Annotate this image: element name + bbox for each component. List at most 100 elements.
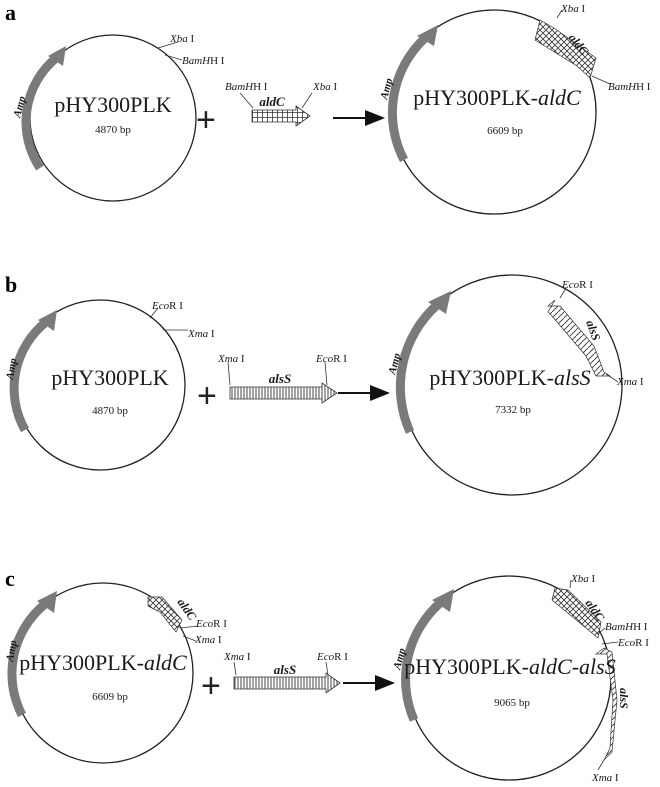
- gene-arrow-alss: [229, 382, 338, 404]
- plasmid-size: 4870 bp: [92, 405, 128, 417]
- plasmid-name: pHY300PLK-alsS: [429, 365, 590, 390]
- site-tick: [569, 579, 572, 589]
- vector-plasmid-a: Amp pHY300PLK 4870 bp Xba I BamHH I: [11, 33, 225, 202]
- panel-a: a Amp pHY300PLK 4870 bp Xba I BamHH I + …: [5, 0, 651, 215]
- site-label-bamh: BamHH I: [182, 55, 225, 67]
- amp-label: Amp: [378, 77, 396, 102]
- site-tick: [157, 41, 179, 49]
- site-tick: [179, 625, 199, 629]
- amp-gene-bar: [387, 34, 429, 163]
- panel-letter-b: b: [5, 272, 17, 297]
- insert-fragment-c: Xma I EcoR I alsS: [223, 651, 348, 694]
- site-tick: [601, 641, 619, 645]
- site-label-xba: Xba I: [560, 3, 585, 15]
- amp-label: Amp: [4, 639, 20, 664]
- amp-arrow-icon: [38, 310, 57, 331]
- panel-b: b Amp pHY300PLK 4870 bp EcoR I Xma I + X…: [4, 272, 644, 496]
- aldc-insert-block: [147, 596, 183, 633]
- amp-arrow-icon: [417, 25, 438, 46]
- site-label-bamh: BamHH I: [605, 621, 648, 633]
- product-plasmid-b: Amp alsS EcoR I Xma I pHY300PLK-alsS 733…: [386, 274, 644, 496]
- vector-plasmid-b: Amp pHY300PLK 4870 bp EcoR I Xma I: [4, 299, 215, 471]
- site-tick: [149, 307, 159, 319]
- site-label-ecor: EcoR I: [195, 618, 227, 630]
- site-tick: [597, 759, 605, 771]
- site-label-ecor: EcoR I: [316, 651, 348, 663]
- plasmid-size: 4870 bp: [95, 124, 131, 136]
- amp-gene-bar: [21, 54, 59, 171]
- plasmid-size: 9065 bp: [494, 697, 530, 709]
- amp-arrow-icon: [48, 46, 66, 66]
- site-tick: [164, 54, 183, 61]
- plus-sign: +: [201, 667, 221, 705]
- site-label-xma: Xma I: [591, 772, 619, 784]
- plasmid-name: pHY300PLK-aldC-alsS: [404, 654, 615, 679]
- site-tick: [182, 635, 197, 642]
- amp-arrow-icon: [432, 589, 454, 612]
- amp-gene-bar: [9, 318, 49, 433]
- site-label-xma: Xma I: [194, 634, 222, 646]
- amp-label: Amp: [391, 647, 409, 672]
- plasmid-size: 7332 bp: [495, 404, 531, 416]
- gene-label-alss: alsS: [583, 318, 603, 343]
- amp-arrow-icon: [428, 291, 451, 314]
- site-label-xba: Xba I: [169, 33, 194, 45]
- aldc-insert-block: [551, 587, 602, 639]
- site-tick: [556, 9, 563, 19]
- site-label-ecor: EcoR I: [617, 637, 649, 649]
- site-tick: [325, 661, 329, 676]
- amp-gene-bar: [401, 599, 444, 722]
- gene-arrow-aldc: [251, 105, 311, 127]
- site-tick: [559, 287, 567, 299]
- plasmid-name: pHY300PLK-aldC: [19, 650, 187, 675]
- site-tick: [233, 661, 237, 676]
- site-label-xma: Xma I: [187, 328, 215, 340]
- site-tick: [239, 92, 254, 109]
- site-label-bamh: BamHH I: [225, 81, 268, 93]
- gene-label-alss: alsS: [617, 688, 631, 709]
- plasmid-name: pHY300PLK: [51, 365, 168, 390]
- site-label-ecor: EcoR I: [561, 279, 593, 291]
- site-label-bamh: BamHH I: [608, 81, 651, 93]
- panel-c: c Amp aldC EcoR I Xma I pHY300PLK-aldC 6…: [4, 566, 649, 784]
- plasmid-size: 6609 bp: [92, 691, 128, 703]
- site-label-xma: Xma I: [616, 376, 644, 388]
- plus-sign: +: [196, 101, 216, 139]
- site-label-xba: Xba I: [312, 81, 337, 93]
- amp-gene-bar: [395, 301, 441, 434]
- gene-arrow-alss: [233, 672, 341, 694]
- alss-insert-block: [547, 299, 612, 377]
- plasmid-name: pHY300PLK: [54, 92, 171, 117]
- plasmid-name: pHY300PLK-aldC: [413, 85, 581, 110]
- site-label-ecor: EcoR I: [315, 353, 347, 365]
- gene-label-alss: alsS: [274, 662, 296, 677]
- site-label-xba: Xba I: [570, 573, 595, 585]
- site-tick: [597, 627, 606, 635]
- product-plasmid-c: Amp aldC alsS Xba I BamHH I EcoR I Xma I…: [391, 573, 649, 784]
- amp-arrow-icon: [37, 591, 57, 613]
- gene-label-aldc: aldC: [259, 94, 285, 109]
- insert-fragment-a: BamHH I Xba I aldC: [225, 81, 337, 127]
- site-tick: [227, 361, 231, 386]
- aldc-insert-block: [534, 19, 597, 79]
- alss-insert-block: [594, 647, 618, 761]
- gene-label-alss: alsS: [269, 371, 291, 386]
- panel-letter-a: a: [5, 0, 16, 25]
- site-label-xma: Xma I: [217, 353, 245, 365]
- vector-plasmid-c: Amp aldC EcoR I Xma I pHY300PLK-aldC 660…: [4, 582, 227, 764]
- plasmid-size: 6609 bp: [487, 125, 523, 137]
- site-tick: [591, 75, 611, 85]
- site-tick: [605, 373, 619, 383]
- site-tick: [301, 92, 313, 109]
- amp-label: Amp: [11, 95, 29, 120]
- site-label-xma: Xma I: [223, 651, 251, 663]
- site-label-ecor: EcoR I: [151, 300, 183, 312]
- amp-gene-bar: [7, 600, 48, 718]
- panel-letter-c: c: [5, 566, 15, 591]
- product-plasmid-a: Amp aldC Xba I BamHH I pHY300PLK-aldC 66…: [378, 3, 651, 215]
- amp-label: Amp: [386, 352, 404, 377]
- site-tick: [324, 361, 328, 386]
- amp-label: Amp: [4, 357, 20, 382]
- insert-fragment-b: Xma I EcoR I alsS: [217, 353, 347, 404]
